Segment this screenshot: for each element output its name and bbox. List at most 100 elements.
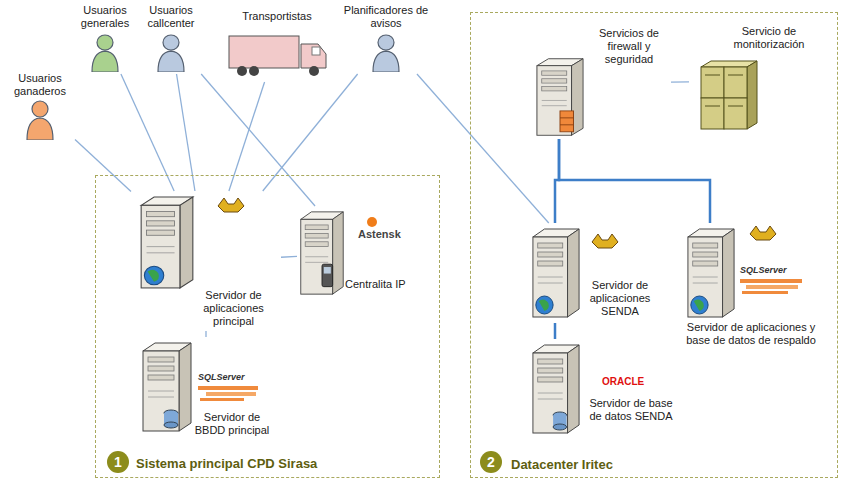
icon-part (147, 252, 175, 253)
node-icon (25, 100, 55, 140)
icon-part (25, 100, 55, 140)
icon-part (747, 61, 757, 129)
icon-part (147, 246, 175, 247)
node-label: Usuarios callcenter (138, 4, 204, 30)
icon-part (301, 44, 326, 68)
connector (554, 323, 557, 339)
icon-part (322, 264, 333, 286)
icon-part (147, 221, 175, 226)
tomcat-shape (592, 234, 618, 248)
icon-part (148, 366, 174, 371)
region-band: Sistema principal CPD Sirasa Servidor de … (95, 175, 440, 478)
icon-part (148, 391, 174, 392)
icon-part (568, 229, 580, 317)
connector (281, 256, 297, 258)
region-title: Sistema principal CPD Sirasa (136, 456, 426, 472)
icon-part (553, 424, 566, 430)
icon-part (693, 243, 718, 248)
icon-part (693, 261, 718, 266)
icon-part (299, 210, 345, 296)
node-icon (697, 59, 761, 131)
server-node: Servidor de BBDD principal (136, 337, 276, 447)
tomcat-shape (750, 226, 776, 240)
icon-part (309, 66, 319, 76)
icon-part (538, 393, 563, 394)
icon-part (535, 57, 585, 137)
brick-band (742, 291, 788, 294)
icon-part (536, 296, 553, 314)
icon-part (538, 377, 563, 382)
icon-part (538, 399, 563, 400)
icon-part (305, 262, 328, 263)
icon-part (568, 345, 580, 433)
icon-part (538, 261, 563, 266)
icon-part (693, 277, 718, 278)
icon-part (148, 357, 174, 362)
icon-part (688, 237, 723, 317)
node-icon (139, 195, 195, 290)
server-node: Servidor de aplicaciones principal (131, 191, 281, 331)
icon-part (148, 375, 174, 380)
icon-part (542, 71, 567, 75)
icon-part (705, 106, 720, 107)
node-label: Servicio de monitorización (709, 25, 829, 51)
icon-part (333, 212, 344, 294)
node-icon (156, 34, 186, 72)
icon-part (141, 341, 193, 433)
icon-part (538, 359, 563, 364)
node-label: Usuarios ganaderos (5, 72, 75, 98)
tomcat-logo (592, 234, 618, 248)
user-node: Usuarios generales (72, 4, 138, 74)
connector (205, 331, 206, 337)
brick-band (198, 386, 258, 390)
icon-part (301, 219, 333, 294)
icon-part (373, 51, 399, 72)
node-label: Centralita IP (345, 278, 415, 291)
connector (559, 139, 710, 223)
brick-band (200, 398, 244, 401)
icon-part (697, 59, 761, 131)
icon-part (143, 351, 179, 431)
node-icon (531, 343, 581, 435)
icon-part (141, 205, 180, 288)
icon-part (180, 197, 193, 288)
connector (671, 81, 689, 83)
icon-part (32, 101, 48, 117)
user-node: Usuarios ganaderos (5, 72, 75, 142)
connector (75, 139, 131, 191)
icon-part (728, 75, 743, 76)
icon-part (531, 343, 581, 435)
logo-text: ORACLE (602, 376, 644, 387)
connector (263, 74, 358, 191)
icon-part (560, 117, 573, 118)
icon-part (305, 256, 328, 257)
icon-part (531, 227, 581, 319)
icon-part (538, 252, 563, 257)
icon-part (724, 67, 747, 98)
node-label: Usuarios generales (72, 4, 138, 30)
icon-part (560, 111, 573, 132)
icon-part (542, 100, 567, 101)
node-icon (686, 227, 736, 319)
connector (177, 74, 195, 191)
icon-part (148, 397, 174, 398)
icon-part (27, 118, 53, 140)
user-node: Usuarios callcenter (138, 4, 204, 74)
sqlserver-brick (740, 279, 802, 294)
icon-part (378, 35, 394, 50)
node-icon (228, 34, 328, 78)
asterisk-dot (367, 217, 377, 227)
node-icon (531, 227, 581, 319)
node-icon (141, 341, 193, 433)
icon-part (686, 227, 736, 319)
region-title: Datacenter Iritec (511, 457, 811, 473)
brick-band (740, 279, 802, 283)
icon-part (228, 34, 328, 78)
node-label: Servidor de aplicaciones SENDA (581, 279, 659, 318)
icon-part (324, 267, 331, 274)
node-icon (90, 34, 120, 72)
icon-part (701, 98, 724, 129)
node-label: Planificadores de avisos (338, 4, 434, 30)
